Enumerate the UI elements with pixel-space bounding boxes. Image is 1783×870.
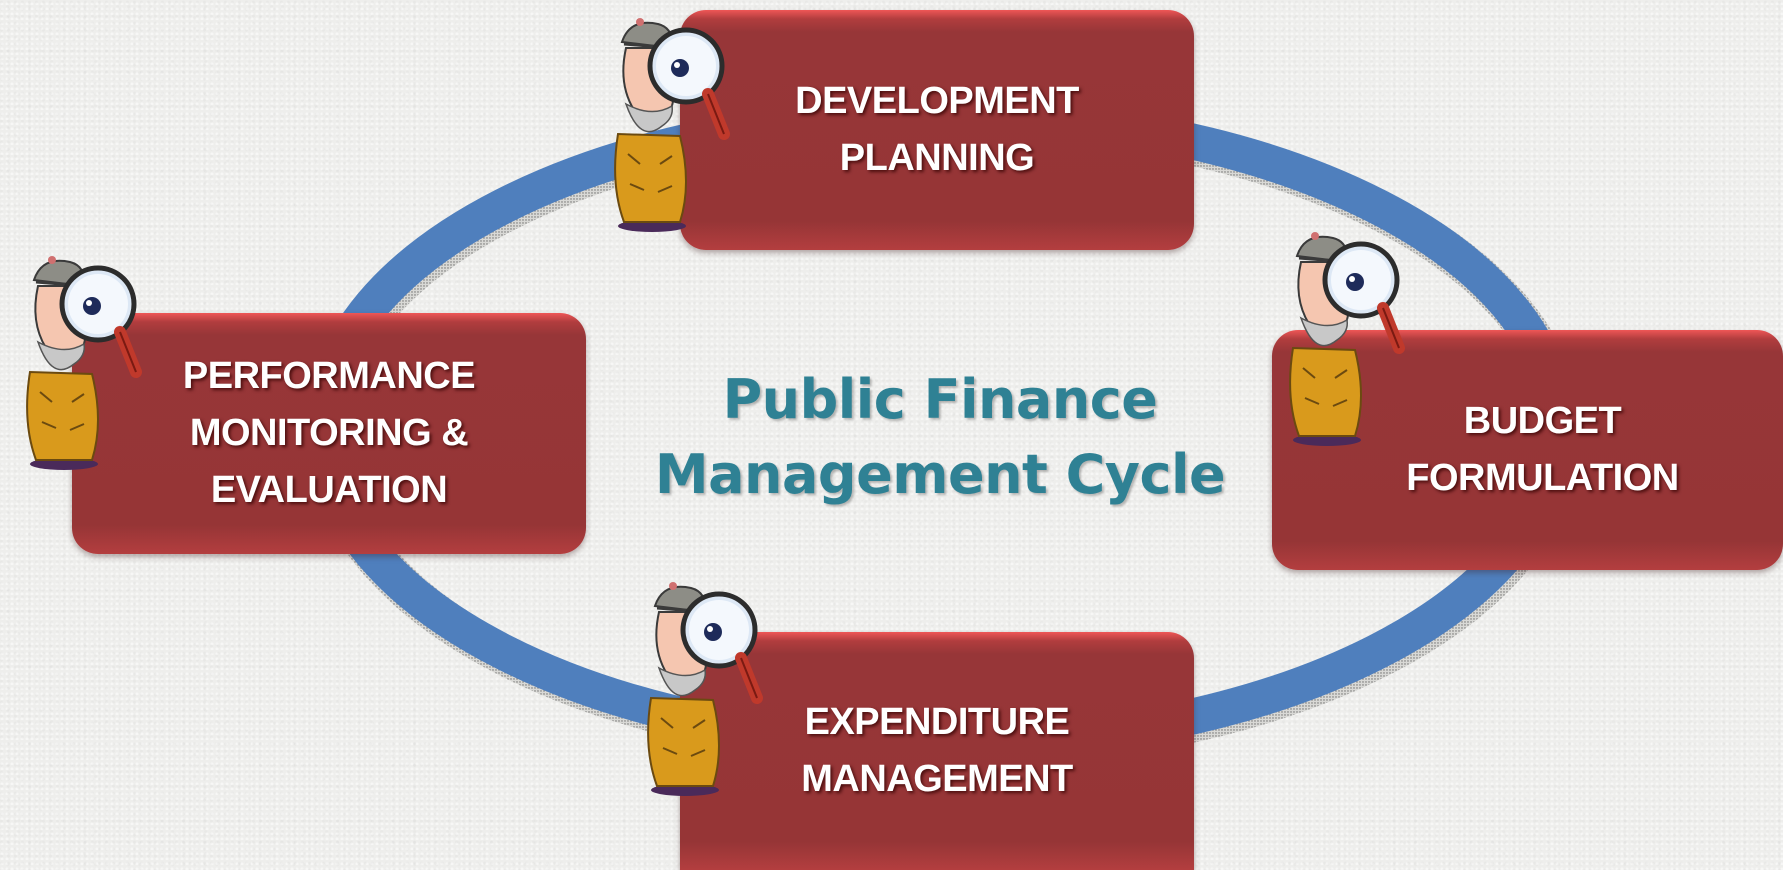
stage-label-performance-monitoring: PERFORMANCE MONITORING & EVALUATION — [182, 355, 476, 511]
stage-development-planning: DEVELOPMENT PLANNING — [680, 10, 1194, 250]
detective-magnifier-icon — [1289, 232, 1405, 446]
detective-magnifier-icon — [614, 18, 730, 232]
stage-expenditure-management: EXPENDITURE MANAGEMENT — [680, 632, 1194, 870]
stage-performance-monitoring: PERFORMANCE MONITORING & EVALUATION — [72, 313, 586, 554]
detective-magnifier-icon — [26, 256, 142, 470]
diagram-title: Public Finance Management Cycle — [654, 368, 1226, 506]
stage-label-expenditure-management: EXPENDITURE MANAGEMENT — [801, 701, 1073, 800]
stage-label-development-planning: DEVELOPMENT PLANNING — [795, 80, 1079, 179]
stage-label-budget-formulation: BUDGET FORMULATION — [1406, 400, 1679, 499]
detective-magnifier-icon — [647, 582, 763, 796]
